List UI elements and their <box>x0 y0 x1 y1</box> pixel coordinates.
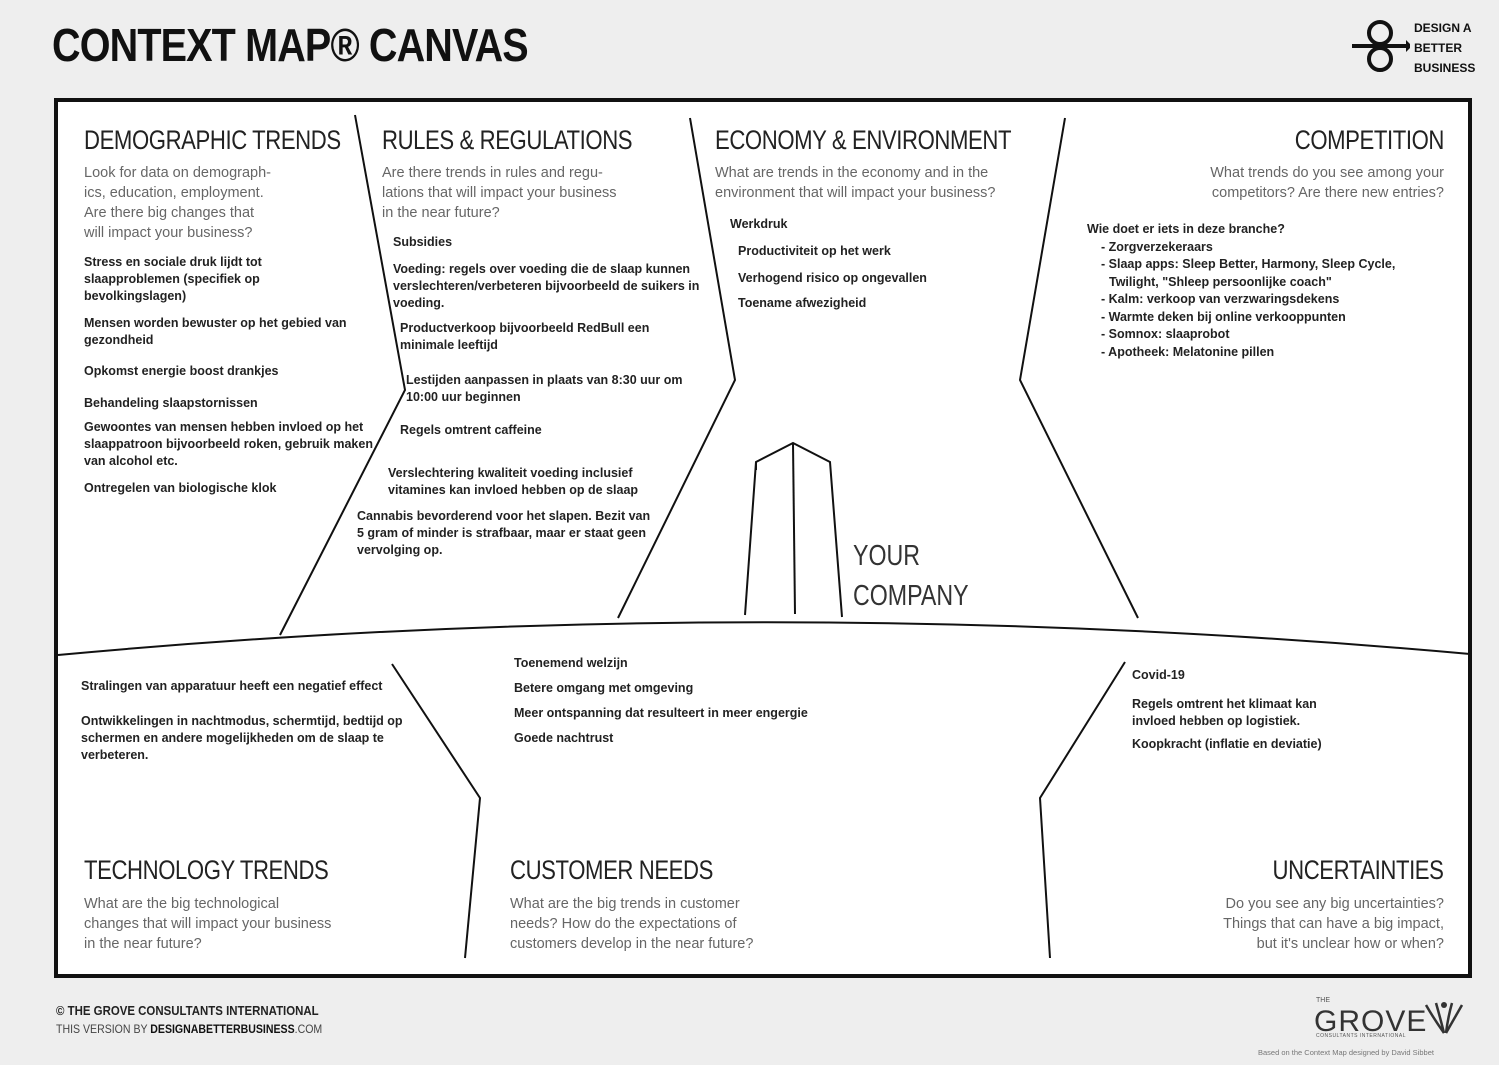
infinity-arrow-icon <box>1352 20 1412 72</box>
question-line: lations that will impact your business <box>382 185 617 201</box>
sticky-note: Regels omtrent het klimaat kan invloed h… <box>1132 697 1317 728</box>
question-line: Do you see any big uncertainties? <box>1225 896 1444 912</box>
question-line: but it's unclear how or when? <box>1256 936 1444 952</box>
question-line: competitors? Are there new entries? <box>1211 185 1444 201</box>
sticky-note: - Warmte deken bij online verkooppunten <box>1101 309 1346 324</box>
logo-line: DESIGN A <box>1414 21 1472 35</box>
sticky-note: Verhogend risico op ongevallen <box>738 271 927 285</box>
sticky-note: - Kalm: verkoop van verzwaringsdekens <box>1101 292 1340 306</box>
sticky-note: Twilight, "Shleep persoonlijke coach" <box>1109 274 1332 289</box>
rules-regulations-title: RULES & REGULATIONS <box>382 125 633 155</box>
customer-needs-question: What are the big trends in customer need… <box>510 894 810 954</box>
question-line: environment that will impact your busine… <box>715 185 996 201</box>
rules-regulations-question: Are there trends in rules and regu- lati… <box>382 163 672 223</box>
question-line: What are the big trends in customer <box>510 896 740 912</box>
sticky-note: Subsidies <box>393 235 453 249</box>
divider-customer-uncertainties <box>1038 661 1126 959</box>
sticky-note: Gewoontes van mensen hebben invloed op h… <box>84 420 373 468</box>
sticky-note: Stress en sociale druk lijdt tot slaappr… <box>84 255 262 303</box>
competition-notes: Wie doet er iets in deze branche? - Zorg… <box>1087 221 1447 361</box>
canvas-frame <box>54 98 1472 978</box>
question-line: changes that will impact your business <box>84 916 332 932</box>
company-label-line: COMPANY <box>853 580 969 612</box>
economy-environment-question: What are trends in the economy and in th… <box>715 163 1045 203</box>
question-line: What are the big technological <box>84 896 280 912</box>
sticky-note: Verslechtering kwaliteit voeding inclusi… <box>388 466 639 497</box>
grove-the: THE <box>1316 997 1330 1004</box>
sticky-note: Productiviteit op het werk <box>738 244 891 258</box>
version-credit: THIS VERSION BY DESIGNABETTERBUSINESS.CO… <box>56 1022 322 1036</box>
sticky-note: - Slaap apps: Sleep Better, Harmony, Sle… <box>1101 257 1396 271</box>
sticky-note: Ontregelen van biologische klok <box>84 481 277 495</box>
question-line: Things that can have a big impact, <box>1223 916 1444 932</box>
divider-economy-competition <box>1018 117 1139 619</box>
sticky-note: Behandeling slaapstornissen <box>84 396 258 410</box>
sticky-note: - Somnox: slaaprobot <box>1101 327 1230 341</box>
your-company-label: YOUR COMPANY <box>853 536 969 616</box>
sticky-note: Opkomst energie boost drankjes <box>84 364 279 378</box>
question-line: customers develop in the near future? <box>510 936 754 952</box>
question-line: ics, education, employment. <box>84 185 264 201</box>
version-suffix: .COM <box>294 1022 323 1036</box>
economy-environment-title: ECONOMY & ENVIRONMENT <box>715 125 1012 155</box>
sticky-note: - Apotheek: Melatonine pillen <box>1101 344 1275 359</box>
sticky-note: Koopkracht (inflatie en deviatie) <box>1132 737 1322 751</box>
sticky-note: Goede nachtrust <box>514 731 614 745</box>
company-label-line: YOUR <box>853 540 921 572</box>
question-line: will impact your business? <box>84 225 253 241</box>
question-line: Are there trends in rules and regu- <box>382 165 603 181</box>
design-a-better-business-logo: DESIGN A BETTER BUSINESS <box>1350 16 1480 76</box>
sticky-note: - Zorgverzekeraars <box>1101 239 1213 254</box>
technology-trends-title: TECHNOLOGY TRENDS <box>84 855 329 885</box>
sticky-note: Covid-19 <box>1132 668 1185 682</box>
uncertainties-question: Do you see any big uncertainties? Things… <box>1144 894 1444 954</box>
page-title: CONTEXT MAP® CANVAS <box>52 19 529 71</box>
sticky-note: Betere omgang met omgeving <box>514 681 694 695</box>
sticky-note: Wie doet er iets in deze branche? <box>1087 222 1285 236</box>
demographic-trends-title: DEMOGRAPHIC TRENDS <box>84 125 341 155</box>
customer-needs-title: CUSTOMER NEEDS <box>510 855 713 885</box>
technology-trends-question: What are the big technological changes t… <box>84 894 384 954</box>
company-building-icon <box>744 441 843 618</box>
logo-line: BETTER <box>1414 41 1462 55</box>
question-line: What trends do you see among your <box>1210 165 1444 181</box>
horizon-curve <box>57 621 1471 656</box>
grove-name: GROVE <box>1314 1005 1428 1038</box>
divider-technology-customer <box>391 663 482 959</box>
divider-rules-economy <box>617 117 737 619</box>
grove-intl: CONSULTANTS INTERNATIONAL <box>1316 1033 1407 1039</box>
demographic-trends-question: Look for data on demograph- ics, educati… <box>84 163 344 243</box>
question-line: in the near future? <box>84 936 202 952</box>
sticky-note: Mensen worden bewuster op het gebied van… <box>84 316 347 347</box>
competition-question: What trends do you see among your compet… <box>1144 163 1444 203</box>
sticky-note: Cannabis bevorderend voor het slapen. Be… <box>357 509 651 557</box>
divider-demographic-rules <box>279 114 407 636</box>
sticky-note: Werkdruk <box>730 217 788 231</box>
sticky-note: Productverkoop bijvoorbeeld RedBull een … <box>400 321 650 352</box>
question-line: Look for data on demograph- <box>84 165 272 181</box>
sticky-note: Toenemend welzijn <box>514 656 628 670</box>
competition-title: COMPETITION <box>1294 125 1445 155</box>
sticky-note: Stralingen van apparatuur heeft een nega… <box>81 679 383 693</box>
sticky-note: Voeding: regels over voeding die de slaa… <box>393 262 700 310</box>
based-on-credit: Based on the Context Map designed by Dav… <box>1258 1048 1434 1057</box>
sticky-note: Lestijden aanpassen in plaats van 8:30 u… <box>406 373 683 404</box>
sticky-note: Toename afwezigheid <box>738 296 867 310</box>
the-grove-logo: THE GROVE CONSULTANTS INTERNATIONAL <box>1300 995 1480 1045</box>
uncertainties-title: UNCERTAINTIES <box>1273 855 1444 885</box>
sticky-note: Meer ontspanning dat resulteert in meer … <box>514 706 808 720</box>
logo-line: BUSINESS <box>1414 61 1476 75</box>
copyright-text: © THE GROVE CONSULTANTS INTERNATIONAL <box>56 1003 319 1018</box>
question-line: Are there big changes that <box>84 205 255 221</box>
grove-tree-icon <box>1424 1002 1464 1034</box>
question-line: in the near future? <box>382 205 500 221</box>
sticky-note: Ontwikkelingen in nachtmodus, schermtijd… <box>81 714 403 762</box>
version-brand: DESIGNABETTERBUSINESS <box>150 1022 295 1036</box>
question-line: needs? How do the expectations of <box>510 916 737 932</box>
sticky-note: Regels omtrent caffeine <box>400 423 542 437</box>
version-prefix: THIS VERSION BY <box>56 1022 151 1036</box>
question-line: What are trends in the economy and in th… <box>715 165 989 181</box>
